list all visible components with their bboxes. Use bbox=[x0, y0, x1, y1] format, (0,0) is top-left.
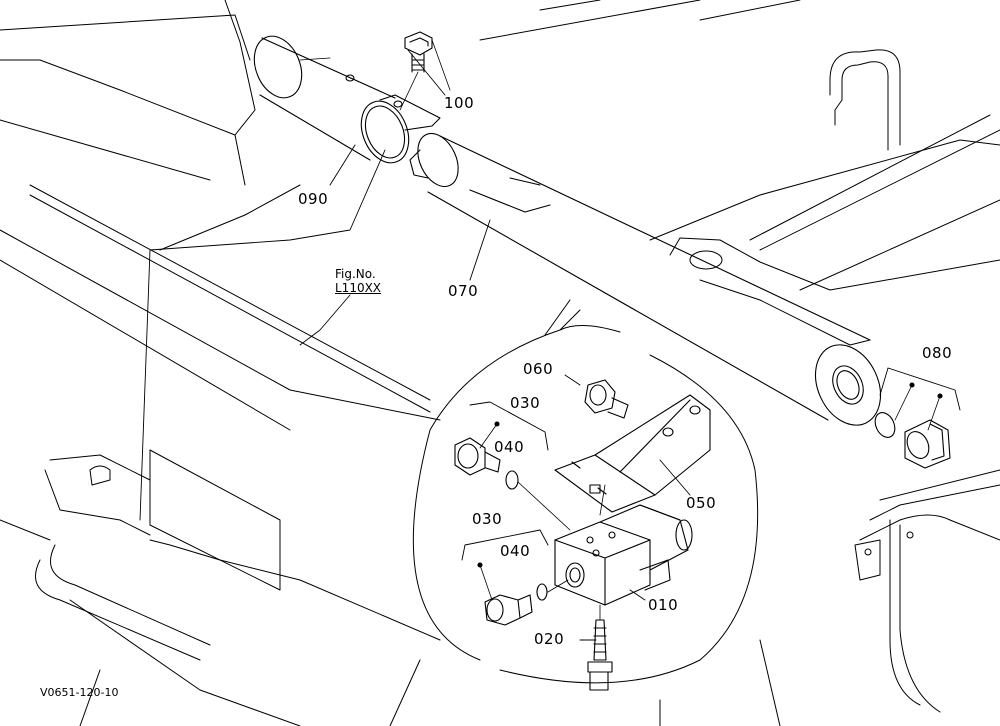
part-060-bolt bbox=[584, 379, 629, 419]
part-030-lower-fitting bbox=[461, 529, 549, 626]
callout-030-lower: 030 bbox=[472, 510, 503, 528]
part-050-bracket bbox=[554, 394, 711, 513]
callout-050: 050 bbox=[686, 494, 717, 512]
callout-060: 060 bbox=[523, 360, 554, 378]
callout-100: 100 bbox=[444, 94, 475, 112]
callout-leaders bbox=[299, 49, 691, 641]
callout-090: 090 bbox=[298, 190, 329, 208]
callout-030-upper: 030 bbox=[510, 394, 541, 412]
callout-040-lower: 040 bbox=[500, 542, 531, 560]
part-070-cylinder bbox=[409, 132, 882, 426]
drawing-code: V0651-120-10 bbox=[40, 686, 119, 699]
part-080-fitting bbox=[874, 367, 961, 469]
callout-020: 020 bbox=[534, 630, 565, 648]
part-090-sleeve bbox=[253, 35, 441, 164]
callout-080: 080 bbox=[922, 344, 953, 362]
callout-010: 010 bbox=[648, 596, 679, 614]
part-020-bolt bbox=[587, 604, 613, 691]
figure-ref-label: Fig.No. bbox=[335, 267, 376, 281]
part-030-upper-fitting bbox=[454, 401, 549, 476]
figure-reference: Fig.No. L110XX bbox=[335, 267, 382, 296]
part-040-lower-oring bbox=[536, 579, 569, 601]
part-100-bolt bbox=[399, 31, 451, 111]
figure-ref-number[interactable]: L110XX bbox=[335, 280, 382, 295]
callout-070: 070 bbox=[448, 282, 479, 300]
part-040-upper-oring bbox=[505, 470, 571, 531]
part-010-valve bbox=[554, 484, 693, 606]
callout-040-upper: 040 bbox=[494, 438, 525, 456]
